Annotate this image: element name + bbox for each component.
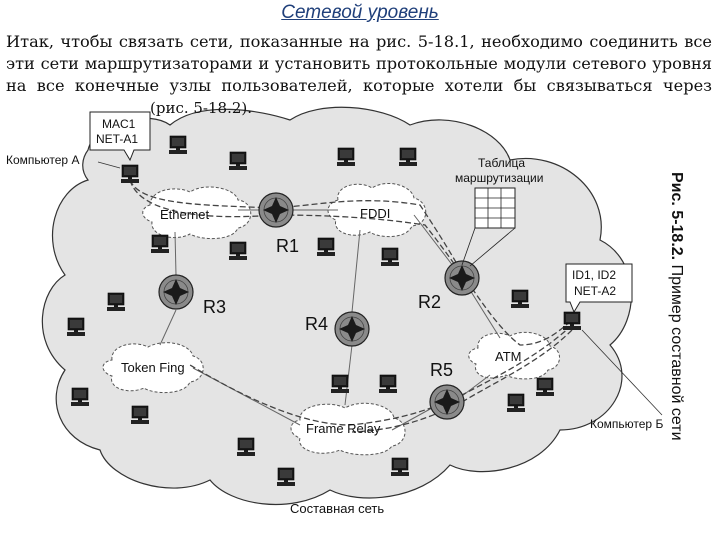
label-token-fing: Token Fing (121, 360, 185, 375)
router-label-r5: R5 (430, 360, 453, 380)
paragraph-line-2: эти сети маршрутизаторами и установить п… (6, 54, 712, 73)
label-ethernet: Ethernet (160, 207, 210, 222)
router-label-r2: R2 (418, 292, 441, 312)
address-b-line1: ID1, ID2 (572, 268, 616, 282)
routing-table-line1: Таблица (478, 156, 525, 170)
address-a-line2: NET-A1 (96, 132, 138, 146)
computer-a-icon (120, 164, 140, 184)
router-r5 (429, 384, 465, 420)
router-label-r3: R3 (203, 297, 226, 317)
router-r1 (258, 192, 294, 228)
router-label-r1: R1 (276, 236, 299, 256)
address-a-line1: MAC1 (102, 117, 136, 131)
computer-b-icon (562, 311, 582, 331)
routing-table-line2: маршрутизации (455, 171, 543, 185)
router-r2 (444, 260, 480, 296)
address-a-callout (89, 111, 151, 162)
atm-cloud (468, 331, 560, 380)
label-computer-b: Компьютер Б (590, 417, 663, 431)
frame-relay-cloud (290, 402, 406, 456)
address-b-callout (565, 263, 633, 314)
caption-text: Пример составной сети (668, 264, 685, 441)
body-paragraph: Итак, чтобы связать сети, показанные на … (6, 31, 712, 97)
fddi-cloud (327, 183, 427, 237)
router-label-r4: R4 (305, 314, 328, 334)
caption-number: Рис. 5-18.2. (668, 172, 685, 261)
routing-table-icon (461, 187, 516, 267)
figure-caption: Рис. 5-18.2. Пример составной сети (667, 172, 685, 532)
address-b-line2: NET-A2 (574, 284, 616, 298)
label-composite-network: Составная сеть (290, 501, 384, 516)
router-r4 (334, 311, 370, 347)
label-atm: ATM (495, 349, 521, 364)
token-cloud (102, 342, 204, 393)
ethernet-cloud (142, 186, 252, 239)
label-fddi: FDDI (360, 206, 390, 221)
paragraph-line-3: на все конечные узлы пользователей, кото… (6, 76, 712, 95)
label-computer-a: Компьютер А (6, 153, 79, 167)
label-frame-relay: Frame Relay (306, 421, 381, 436)
paragraph-line-1: Итак, чтобы связать сети, показанные на … (6, 32, 712, 51)
paragraph-tail: (рис. 5-18.2). (150, 99, 252, 117)
router-r3 (158, 274, 194, 310)
section-title: Сетевой уровень (281, 2, 439, 23)
